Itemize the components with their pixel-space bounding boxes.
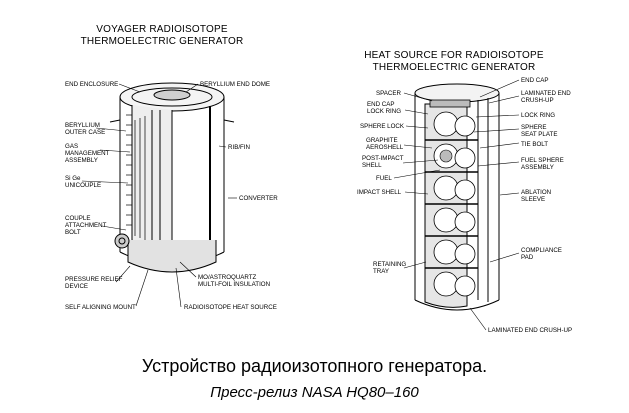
left-labels: END ENCLOSURE BERYLLIUM END DOME BERYLLI… [65, 81, 278, 311]
right-title-line2: THERMOELECTRIC GENERATOR [373, 62, 536, 73]
right-title-line1: HEAT SOURCE FOR RADIOISOTOPE [364, 50, 544, 61]
label-couple-3: BOLT [65, 229, 81, 236]
label-spacer: SPACER [376, 90, 402, 97]
right-labels: SPACER END CAP LOCK RING SPHERE LOCK GRA… [357, 77, 572, 334]
label-beryllium-outer-case-2: OUTER CASE [65, 129, 105, 136]
label-compliance-1: COMPLIANCE [521, 247, 562, 254]
label-gas-2: MANAGEMENT [65, 150, 110, 157]
label-fuel-sphere-1: FUEL SPHERE [521, 157, 564, 164]
label-lock-ring: LOCK RING [521, 112, 555, 119]
label-couple-2: ATTACHMENT [65, 222, 107, 229]
label-post-impact-1: POST-IMPACT [362, 155, 404, 162]
right-leader-lines [393, 79, 520, 331]
label-tie-bolt: TIE BOLT [521, 141, 548, 148]
caption-sub: Пресс-релиз NASA HQ80–160 [210, 384, 419, 401]
label-ablation-1: ABLATION [521, 189, 551, 196]
label-mo-1: MO/ASTROQUARTZ [198, 274, 257, 281]
label-compliance-2: PAD [521, 254, 534, 261]
label-couple-1: COUPLE [65, 215, 90, 222]
left-title-line2: THERMOELECTRIC GENERATOR [81, 36, 244, 47]
label-sphere-lock: SPHERE LOCK [360, 123, 405, 130]
right-figure: HEAT SOURCE FOR RADIOISOTOPE THERMOELECT… [357, 50, 572, 334]
label-retaining-1: RETAINING [373, 261, 406, 268]
label-laminated-top-2: CRUSH-UP [521, 97, 554, 104]
label-end-enclosure: END ENCLOSURE [65, 81, 118, 88]
label-graphite-2: AEROSHELL [366, 144, 404, 151]
label-impact-shell: IMPACT SHELL [357, 189, 402, 196]
label-ablation-2: SLEEVE [521, 196, 545, 203]
label-end-cap-lock-2: LOCK RING [367, 108, 401, 115]
label-gas-1: GAS [65, 143, 78, 150]
label-self-aligning-mount: SELF ALIGNING MOUNT [65, 304, 136, 311]
caption-main: Устройство радиоизотопного генератора. [141, 356, 488, 376]
label-gas-3: ASSEMBLY [65, 157, 98, 164]
left-figure: VOYAGER RADIOISOTOPE THERMOELECTRIC GENE… [65, 24, 278, 311]
label-beryllium-outer-case-1: BERYLLIUM [65, 122, 100, 129]
label-beryllium-end-dome: BERYLLIUM END DOME [200, 81, 270, 88]
label-sige-2: UNICOUPLE [65, 182, 101, 189]
label-post-impact-2: SHELL [362, 162, 382, 169]
label-mo-2: MULTI-FOIL INSULATION [198, 281, 270, 288]
left-leader-lines [81, 83, 237, 308]
label-pressure-1: PRESSURE RELIEF [65, 276, 123, 283]
label-sphere-seat-2: SEAT PLATE [521, 131, 557, 138]
label-radioisotope-heat-source: RADIOISOTOPE HEAT SOURCE [184, 304, 277, 311]
label-fuel: FUEL [376, 175, 392, 182]
label-end-cap-lock-1: END CAP [367, 101, 395, 108]
heat-source-illustration [414, 83, 500, 311]
label-converter: CONVERTER [239, 195, 278, 202]
label-sphere-seat-1: SPHERE [521, 124, 546, 131]
label-pressure-2: DEVICE [65, 283, 88, 290]
label-laminated-top-1: LAMINATED END [521, 90, 571, 97]
left-title-line1: VOYAGER RADIOISOTOPE [96, 24, 228, 35]
label-laminated-bottom: LAMINATED END CRUSH-UP [488, 327, 572, 334]
label-retaining-2: TRAY [373, 268, 389, 275]
rtg-illustration [109, 82, 235, 273]
fuel-spheres [433, 111, 476, 297]
label-sige-1: Si Ge [65, 175, 81, 182]
label-fuel-sphere-2: ASSEMBLY [521, 164, 554, 171]
label-rib-fin: RIB/FIN [228, 144, 250, 151]
label-end-cap: END CAP [521, 77, 549, 84]
label-graphite-1: GRAPHITE [366, 137, 398, 144]
